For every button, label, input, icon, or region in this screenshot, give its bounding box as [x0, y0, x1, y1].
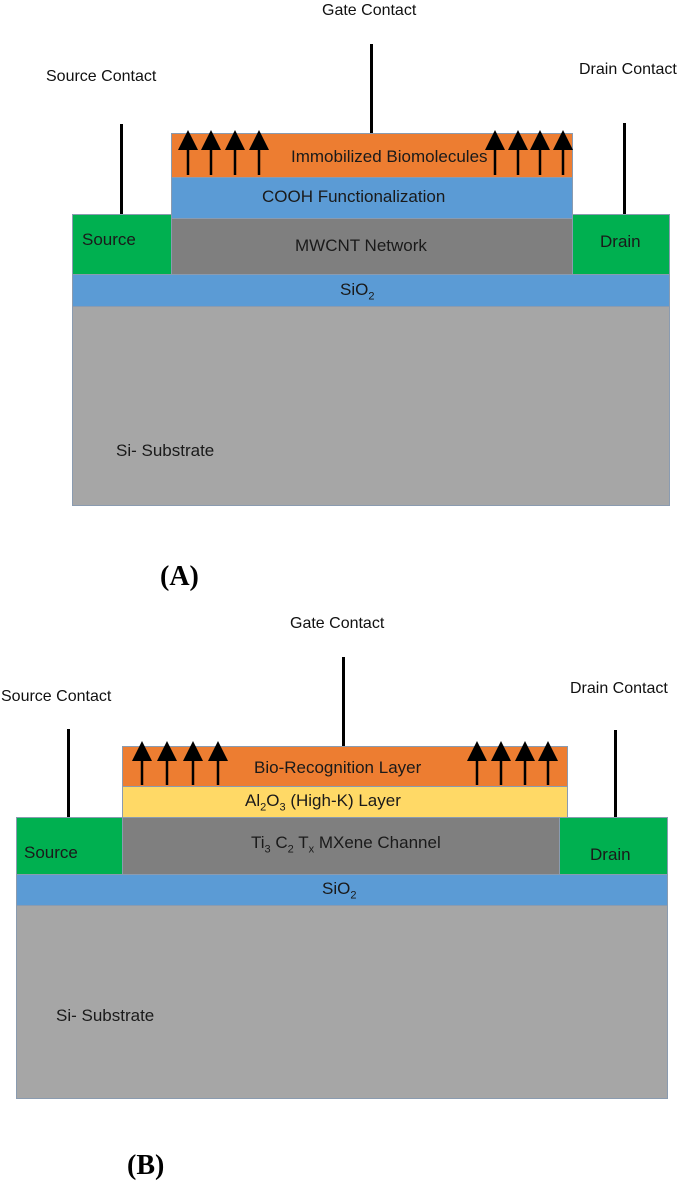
source-label-b: Source	[24, 843, 78, 862]
drain-label-a: Drain	[600, 232, 641, 251]
source-block-b	[16, 817, 123, 875]
drain-block-a	[572, 214, 670, 275]
sio2-layer-a	[72, 274, 670, 307]
source-contact-label-a: Source Contact	[46, 68, 157, 85]
drain-contact-label-a: Drain Contact	[579, 61, 677, 78]
si-substrate-b	[16, 905, 668, 1099]
caption-b: (B)	[127, 1150, 165, 1181]
caption-a: (A)	[160, 561, 199, 592]
mwcnt-network-label: MWCNT Network	[295, 236, 427, 255]
source-contact-label-b: Source Contact	[1, 688, 112, 705]
mxene-channel-label: Ti3 C2 Tx MXene Channel	[251, 833, 441, 856]
gate-contact-label-b: Gate Contact	[290, 615, 385, 632]
biomolecules-label: Immobilized Biomolecules	[291, 147, 488, 166]
si-substrate-label-b: Si- Substrate	[56, 1006, 155, 1025]
cooh-layer	[171, 177, 573, 219]
gate-contact-label-a: Gate Contact	[322, 2, 417, 19]
biomolecule-arrows-a	[178, 130, 573, 175]
drain-label-b: Drain	[590, 845, 631, 864]
source-label-a: Source	[82, 230, 136, 249]
drain-wire-b	[614, 730, 617, 818]
si-substrate-label-a: Si- Substrate	[116, 441, 215, 460]
gate-wire-a	[370, 44, 373, 133]
si-substrate-a	[72, 306, 670, 506]
mxene-channel-layer	[122, 817, 560, 875]
source-wire-b	[67, 729, 70, 818]
biomolecules-layer	[171, 133, 573, 178]
drain-wire-a	[623, 123, 626, 215]
source-wire-a	[120, 124, 123, 215]
highk-layer	[122, 786, 568, 818]
gate-wire-b	[342, 657, 345, 747]
drain-block-b	[559, 817, 668, 875]
bio-arrows-b	[132, 741, 558, 785]
sio2-label-b: SiO2	[322, 879, 357, 902]
cooh-label: COOH Functionalization	[262, 187, 446, 206]
highk-label: Al2O3 (High-K) Layer	[245, 791, 401, 814]
sio2-label-a: SiO2	[340, 280, 375, 303]
drain-contact-label-b: Drain Contact	[570, 680, 668, 697]
bio-recognition-label: Bio-Recognition Layer	[254, 758, 422, 777]
